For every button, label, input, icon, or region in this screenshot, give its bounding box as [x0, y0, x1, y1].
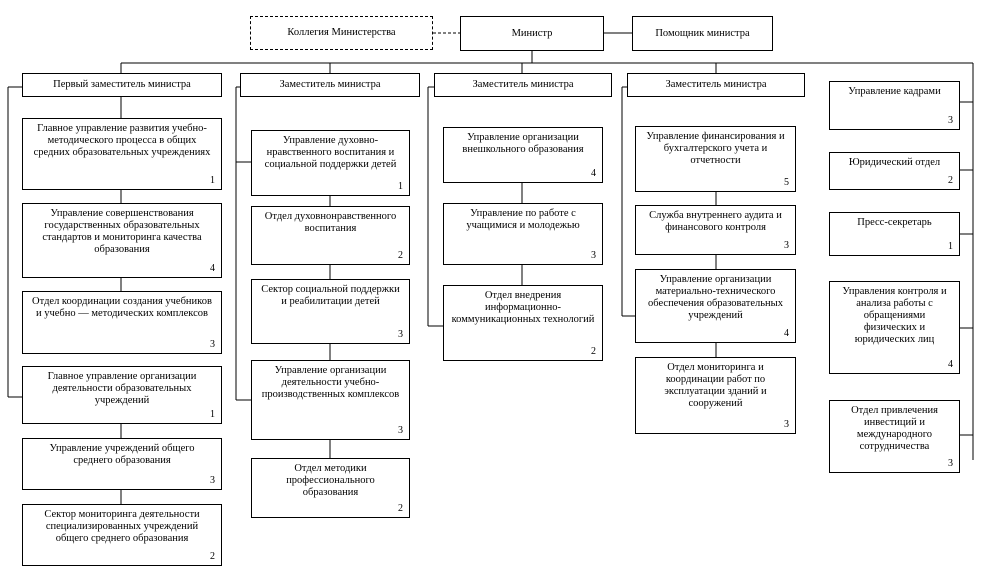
col1-box-5: Управление учреждений общего среднего об…	[22, 438, 222, 490]
col4-box-4: Отдел мониторинга и координации работ по…	[635, 357, 796, 434]
col1-box-3: Отдел координации создания учебников и у…	[22, 291, 222, 354]
col5-box-2: Юридический отдел 2	[829, 152, 960, 190]
col2-box-1: Управление духовно-нравственного воспита…	[251, 130, 410, 196]
col5-box-5: Отдел привлечения инвестиций и междунаро…	[829, 400, 960, 473]
col5-box-4: Управления контроля и анализа работы с о…	[829, 281, 960, 374]
col1-box-2: Управление совершенствования государстве…	[22, 203, 222, 278]
col5-box-1: Управление кадрами 3	[829, 81, 960, 130]
col2-box-5: Отдел методики профессионального образов…	[251, 458, 410, 518]
pomoshnik-box: Помощник министра	[632, 16, 773, 51]
kollegia-box: Коллегия Министерства	[250, 16, 433, 50]
col4-box-3: Управление организации материально-техни…	[635, 269, 796, 343]
pomoshnik-label: Помощник министра	[655, 27, 750, 39]
col2-box-3: Сектор социальной поддержки и реабилитац…	[251, 279, 410, 344]
minister-box: Министр	[460, 16, 604, 51]
col1-head: Первый заместитель министра	[22, 73, 222, 97]
col1-box-4: Главное управление организации деятельно…	[22, 366, 222, 424]
col5-box-3: Пресс-секретарь 1	[829, 212, 960, 256]
kollegia-label: Коллегия Министерства	[287, 26, 396, 38]
col4-box-1: Управление финансирования и бухгалтерско…	[635, 126, 796, 192]
col4-box-2: Служба внутреннего аудита и финансового …	[635, 205, 796, 255]
col3-box-3: Отдел внедрения информационно-коммуникац…	[443, 285, 603, 361]
col3-box-2: Управление по работе с учащимися и молод…	[443, 203, 603, 265]
col3-head: Заместитель министра	[434, 73, 612, 97]
minister-label: Министр	[511, 27, 553, 39]
col3-box-1: Управление организации внешкольного обра…	[443, 127, 603, 183]
col4-head: Заместитель министра	[627, 73, 805, 97]
col2-box-4: Управление организации деятельности учеб…	[251, 360, 410, 440]
col1-box-1: Главное управление развития учебно-метод…	[22, 118, 222, 190]
col2-head: Заместитель министра	[240, 73, 420, 97]
col2-box-2: Отдел духовнонравственного воспитания 2	[251, 206, 410, 265]
col1-box-6: Сектор мониторинга деятельности специали…	[22, 504, 222, 566]
